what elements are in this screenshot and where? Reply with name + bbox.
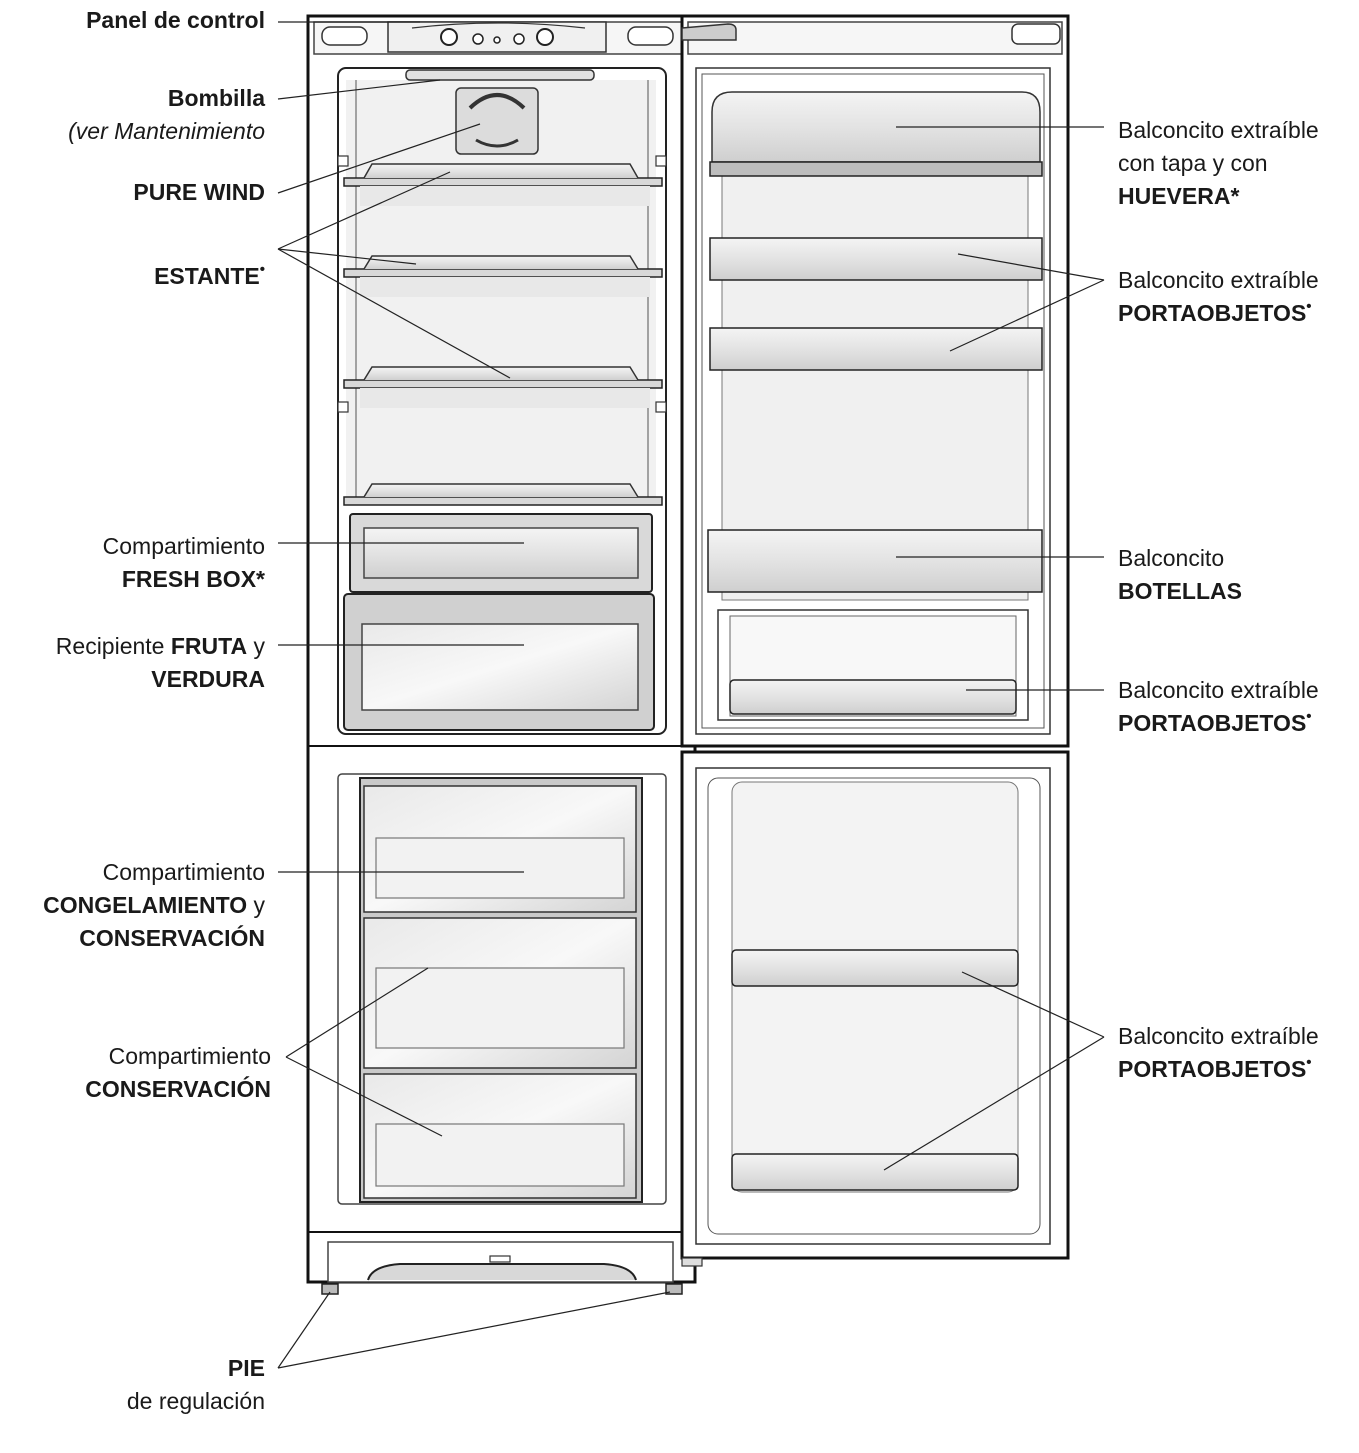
label-door-balcony-3-mark: • xyxy=(1306,1054,1312,1071)
label-storage-line1: Compartimiento xyxy=(108,1043,271,1069)
label-bottle-balcony: Balconcito BOTELLAS xyxy=(1118,542,1242,608)
label-fresh-box-text: FRESH BOX xyxy=(121,566,257,592)
label-door-balcony-3-line1: Balconcito extraíble xyxy=(1118,1023,1319,1049)
fresh-box xyxy=(349,513,653,593)
label-bottle-line1: Balconcito xyxy=(1118,545,1225,571)
label-pure-wind-text: PURE WIND xyxy=(133,179,265,205)
freezer-compartment xyxy=(337,773,667,1205)
label-freezing-post: y xyxy=(247,892,265,918)
freezer-door xyxy=(680,750,1070,1267)
label-fresh-box: Compartimiento FRESH BOX* xyxy=(103,530,265,596)
label-fruit-post: y xyxy=(247,633,265,659)
label-fresh-box-mark: * xyxy=(256,566,265,592)
label-bulb-note: (ver Mantenimiento xyxy=(68,118,265,144)
label-freezing-bold: CONGELAMIENTO xyxy=(43,892,248,918)
label-storage-bold: CONSERVACIÓN xyxy=(85,1076,271,1102)
label-door-balcony-1: Balconcito extraíble PORTAOBJETOS• xyxy=(1118,264,1319,333)
label-fruit-pre: Recipiente xyxy=(55,633,171,659)
label-bottle-bold: BOTELLAS xyxy=(1118,578,1242,604)
label-vegetable-bold: VERDURA xyxy=(151,666,265,692)
label-egg-balcony: Balconcito extraíble con tapa y con HUEV… xyxy=(1118,114,1319,213)
label-door-balcony-3-bold: PORTAOBJETOS xyxy=(1118,1056,1307,1082)
label-freezing-bold2: CONSERVACIÓN xyxy=(79,925,265,951)
label-storage: Compartimiento CONSERVACIÓN xyxy=(85,1040,271,1106)
label-door-balcony-3: Balconcito extraíble PORTAOBJETOS• xyxy=(1118,1020,1319,1089)
plinth xyxy=(327,1241,674,1283)
label-bulb: Bombilla (ver Mantenimiento xyxy=(68,82,265,148)
label-fruit-bold: FRUTA xyxy=(170,633,248,659)
control-panel xyxy=(321,21,674,53)
fridge-door xyxy=(680,14,1070,748)
label-feet: PIE de regulación xyxy=(127,1352,265,1418)
fruit-vegetable-bin xyxy=(343,593,655,731)
shelves xyxy=(337,155,667,506)
label-freezing: Compartimiento CONGELAMIENTO y CONSERVAC… xyxy=(43,856,265,955)
label-door-balcony-2: Balconcito extraíble PORTAOBJETOS• xyxy=(1118,674,1319,743)
label-door-balcony-2-line1: Balconcito extraíble xyxy=(1118,677,1319,703)
label-control-panel-text: Panel de control xyxy=(86,7,265,33)
label-door-balcony-2-bold: PORTAOBJETOS xyxy=(1118,710,1307,736)
label-fruit-bin: Recipiente FRUTA y VERDURA xyxy=(56,630,265,696)
label-egg-line2: con tapa y con xyxy=(1118,150,1268,176)
label-shelf-mark: • xyxy=(259,261,265,278)
adjustable-feet xyxy=(321,1283,683,1295)
label-control-panel: Panel de control xyxy=(86,4,265,37)
label-door-balcony-1-mark: • xyxy=(1306,298,1312,315)
label-shelf-text: ESTANTE xyxy=(154,263,260,289)
light-bulb xyxy=(405,69,595,81)
label-pure-wind: PURE WIND xyxy=(133,176,265,209)
label-egg-line1: Balconcito extraíble xyxy=(1118,117,1319,143)
label-door-balcony-2-mark: • xyxy=(1306,708,1312,725)
pure-wind-fan xyxy=(455,87,539,155)
label-feet-bold: PIE xyxy=(227,1355,265,1381)
label-shelf: ESTANTE• xyxy=(154,260,265,296)
label-egg-mark: * xyxy=(1230,183,1240,209)
label-fresh-box-line1: Compartimiento xyxy=(102,533,265,559)
label-egg-bold: HUEVERA xyxy=(1118,183,1231,209)
label-door-balcony-1-bold: PORTAOBJETOS xyxy=(1118,300,1307,326)
label-freezing-line1: Compartimiento xyxy=(102,859,265,885)
label-feet-line2: de regulación xyxy=(126,1388,265,1414)
label-bulb-title: Bombilla xyxy=(167,85,265,111)
label-door-balcony-1-line1: Balconcito extraíble xyxy=(1118,267,1319,293)
leader-lines xyxy=(277,21,1105,1369)
